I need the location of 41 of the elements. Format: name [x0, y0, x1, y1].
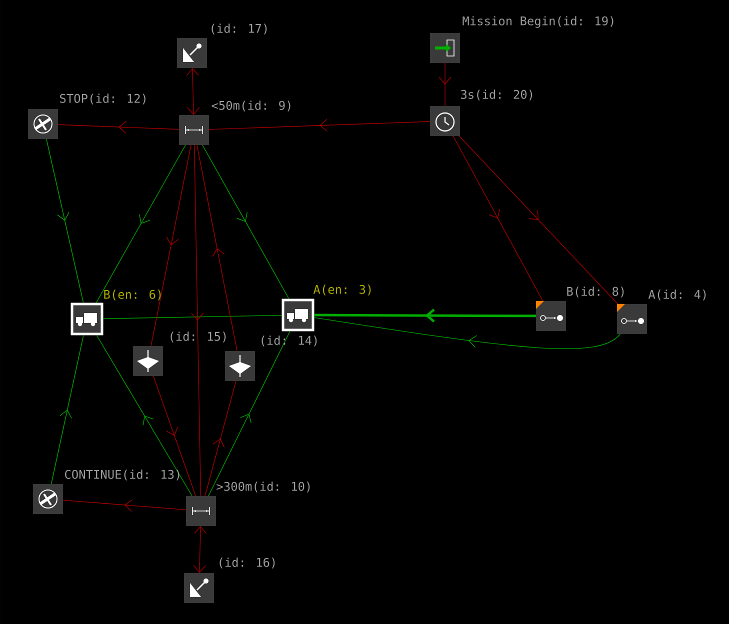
- connector: [96, 144, 186, 304]
- connector: [208, 118, 430, 132]
- node-label: B(id: 8): [567, 286, 624, 298]
- connector: [314, 317, 621, 350]
- node-label: STOP(id: 12): [60, 94, 146, 104]
- node-label: A(en: 3): [313, 284, 371, 296]
- node-label: 3s(id: 20): [461, 90, 532, 100]
- connector: [458, 136, 618, 304]
- node-label: Mission Begin(id: 19): [462, 16, 614, 28]
- connector: [202, 144, 290, 300]
- node-label: >300m(id: 10): [216, 482, 310, 492]
- connector: [102, 314, 282, 320]
- connector: [58, 120, 180, 134]
- connector: [193, 526, 207, 573]
- icon-tile: [616, 304, 648, 334]
- node-label: CONTINUE(id: 13): [65, 470, 180, 480]
- connector: [191, 144, 204, 496]
- connector: [196, 144, 238, 352]
- connector: [438, 62, 452, 106]
- node-label: (id: 14): [262, 336, 317, 346]
- node-label: (id: 15): [170, 332, 226, 342]
- node-label: A(id: 4): [648, 290, 706, 300]
- connector: [46, 138, 84, 304]
- connector: [150, 144, 192, 346]
- connector: [204, 380, 236, 496]
- icon-tile: [178, 114, 210, 146]
- node-label: (id: 17): [212, 24, 267, 34]
- icon-tile: [186, 496, 216, 526]
- connector: [208, 330, 290, 496]
- connector: [186, 68, 200, 115]
- node-label: <50m(id: 9): [212, 100, 290, 112]
- connector: [50, 334, 84, 484]
- icon-tile: [536, 300, 566, 332]
- connector: [152, 376, 196, 496]
- icon-tile: [430, 106, 460, 136]
- connector: [314, 308, 536, 322]
- connector: [452, 136, 544, 302]
- connector: [62, 499, 186, 512]
- node-label: (id: 16): [220, 558, 275, 568]
- node-label: B(en: 6): [104, 290, 161, 300]
- connector: [96, 334, 192, 496]
